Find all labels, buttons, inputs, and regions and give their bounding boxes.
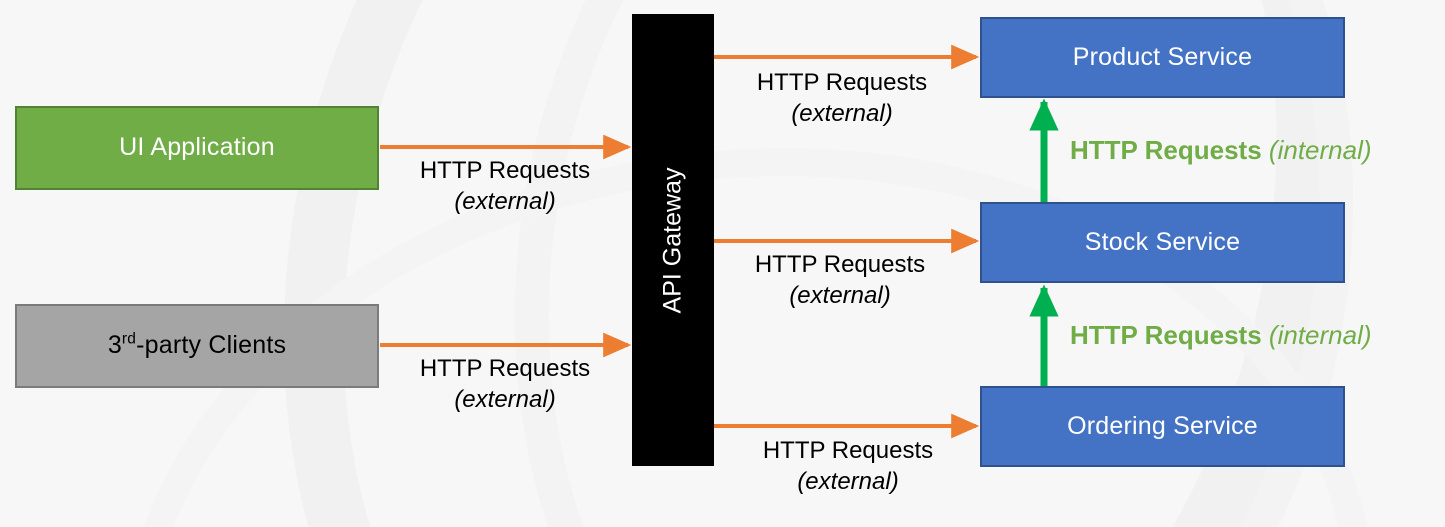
node-api-gateway-label: API Gateway bbox=[658, 167, 687, 313]
edge-label-ordering-to-stock: HTTP Requests (internal) bbox=[1070, 321, 1372, 350]
edge-label-gateway-to-ordering-line2: (external) bbox=[797, 467, 899, 495]
node-stock-service[interactable]: Stock Service bbox=[980, 202, 1345, 283]
edge-label-ordering-to-stock-italic: (internal) bbox=[1268, 320, 1372, 350]
edge-label-thirdparty-to-gateway-line2: (external) bbox=[454, 385, 556, 413]
edge-label-gateway-to-product-line1: HTTP Requests bbox=[756, 69, 928, 96]
node-ui-application[interactable]: UI Application bbox=[15, 106, 379, 190]
node-third-party-clients[interactable]: 3rd-party Clients bbox=[15, 304, 379, 388]
edge-label-gateway-to-ordering: HTTP Requests (external) bbox=[728, 436, 968, 497]
edge-label-stock-to-product-italic: (internal) bbox=[1268, 135, 1372, 165]
third-party-ordinal-suffix: rd bbox=[121, 330, 137, 348]
edge-label-gateway-to-product: HTTP Requests (external) bbox=[722, 68, 962, 129]
node-ordering-service-label: Ordering Service bbox=[1067, 411, 1258, 440]
edge-label-ordering-to-stock-bold: HTTP Requests bbox=[1070, 320, 1262, 350]
third-party-suffix: -party Clients bbox=[136, 331, 287, 360]
node-product-service[interactable]: Product Service bbox=[980, 17, 1345, 98]
edge-label-gateway-to-product-line2: (external) bbox=[791, 99, 893, 127]
third-party-prefix: 3 bbox=[107, 331, 122, 360]
edge-label-gateway-to-ordering-line1: HTTP Requests bbox=[762, 437, 934, 464]
edge-label-gateway-to-stock-line2: (external) bbox=[789, 281, 891, 309]
node-api-gateway[interactable]: API Gateway bbox=[632, 14, 714, 466]
edge-label-stock-to-product: HTTP Requests (internal) bbox=[1070, 136, 1372, 165]
edge-label-gateway-to-stock-line1: HTTP Requests bbox=[754, 251, 926, 278]
node-ui-application-label: UI Application bbox=[119, 133, 275, 162]
edge-label-ui-to-gateway-line1: HTTP Requests bbox=[419, 157, 591, 184]
edge-label-thirdparty-to-gateway: HTTP Requests (external) bbox=[385, 354, 625, 415]
edge-label-thirdparty-to-gateway-line1: HTTP Requests bbox=[419, 355, 591, 382]
node-ordering-service[interactable]: Ordering Service bbox=[980, 386, 1345, 467]
edge-label-ui-to-gateway: HTTP Requests (external) bbox=[385, 156, 625, 217]
node-stock-service-label: Stock Service bbox=[1084, 227, 1241, 256]
edge-label-gateway-to-stock: HTTP Requests (external) bbox=[720, 250, 960, 311]
edge-label-stock-to-product-bold: HTTP Requests bbox=[1070, 135, 1262, 165]
edge-label-ui-to-gateway-line2: (external) bbox=[454, 187, 556, 215]
node-third-party-clients-label: 3rd-party Clients bbox=[108, 332, 286, 360]
node-product-service-label: Product Service bbox=[1072, 42, 1253, 71]
